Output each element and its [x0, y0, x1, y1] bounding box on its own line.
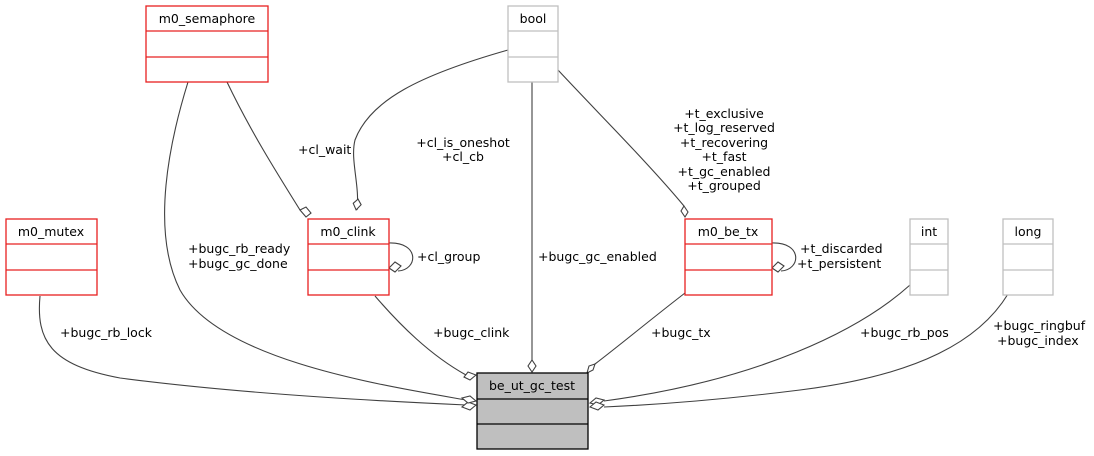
- edge-semaphore-to-main: [164, 81, 467, 401]
- edge-bool-to-clink: [353, 49, 509, 211]
- edge-clink-self: [388, 242, 414, 272]
- diamond-semaphore-clink: [299, 206, 312, 218]
- edge-bool-to-betx: [557, 69, 685, 207]
- edge-betx-self: [771, 242, 797, 272]
- label-t-exclusive: +t_exclusive: [684, 106, 764, 121]
- label-cl-group: +cl_group: [417, 249, 480, 264]
- label-cl-wait: +cl_wait: [298, 142, 351, 157]
- edge-semaphore-to-clink: [226, 81, 301, 211]
- label-bugc-rb-lock: +bugc_rb_lock: [60, 325, 153, 340]
- class-box-long[interactable]: long: [1002, 218, 1054, 296]
- class-box-be-ut-gc-test[interactable]: be_ut_gc_test: [476, 372, 589, 450]
- class-box-m0-semaphore[interactable]: m0_semaphore: [145, 5, 269, 83]
- label-t-grouped: +t_grouped: [687, 178, 761, 193]
- label-bugc-gc-done: +bugc_gc_done: [188, 256, 288, 271]
- label-t-recovering: +t_recovering: [680, 135, 768, 150]
- label-cl-cb: +cl_cb: [442, 149, 484, 164]
- label-t-log-reserved: +t_log_reserved: [673, 120, 775, 135]
- label-t-fast: +t_fast: [701, 149, 746, 164]
- label-cl-is-oneshot: +cl_is_oneshot: [416, 135, 510, 150]
- diamond-betx-self: [771, 261, 785, 273]
- label-bugc-rb-ready: +bugc_rb_ready: [188, 241, 291, 256]
- label-bugc-rb-pos: +bugc_rb_pos: [860, 325, 949, 340]
- class-box-bool[interactable]: bool: [507, 5, 559, 83]
- class-name: be_ut_gc_test: [489, 378, 575, 393]
- edge-betx-to-main: [594, 292, 686, 365]
- class-name: m0_clink: [320, 224, 376, 239]
- diamond-mutex-main: [460, 401, 478, 411]
- class-name: long: [1015, 224, 1042, 239]
- diamond-clink-self: [388, 261, 402, 273]
- label-t-discarded: +t_discarded: [800, 241, 883, 256]
- label-bugc-gc-enabled: +bugc_gc_enabled: [538, 249, 657, 264]
- diamond-bool-tx: [680, 204, 689, 219]
- label-t-persistent: +t_persistent: [797, 256, 881, 271]
- class-box-m0-clink[interactable]: m0_clink: [307, 218, 390, 296]
- diamond-tx-main: [586, 363, 596, 375]
- class-name: bool: [520, 11, 547, 26]
- class-box-int[interactable]: int: [909, 218, 949, 296]
- diamond-bool-clink: [352, 198, 362, 211]
- class-name: m0_semaphore: [159, 11, 256, 26]
- edge-long-to-main: [603, 293, 1009, 408]
- class-box-m0-be-tx[interactable]: m0_be_tx: [684, 218, 773, 296]
- label-bugc-index: +bugc_index: [997, 333, 1079, 348]
- label-bugc-ringbuf: +bugc_ringbuf: [993, 318, 1086, 333]
- diamond-bool-main: [527, 359, 537, 373]
- edge-mutex-to-main: [38, 295, 467, 406]
- label-bugc-tx: +bugc_tx: [651, 325, 711, 340]
- edge-int-to-main: [603, 284, 911, 402]
- class-box-m0-mutex[interactable]: m0_mutex: [5, 218, 98, 296]
- diamond-clink-main: [463, 371, 478, 381]
- diamond-semaphore-main: [460, 395, 478, 404]
- edge-clink-to-main: [374, 295, 467, 376]
- class-name: int: [921, 224, 937, 239]
- label-bugc-clink: +bugc_clink: [433, 325, 510, 340]
- class-name: m0_mutex: [18, 224, 84, 239]
- label-t-gc-enabled: +t_gc_enabled: [678, 164, 771, 179]
- diamond-long-main: [588, 401, 606, 411]
- class-name: m0_be_tx: [698, 224, 759, 239]
